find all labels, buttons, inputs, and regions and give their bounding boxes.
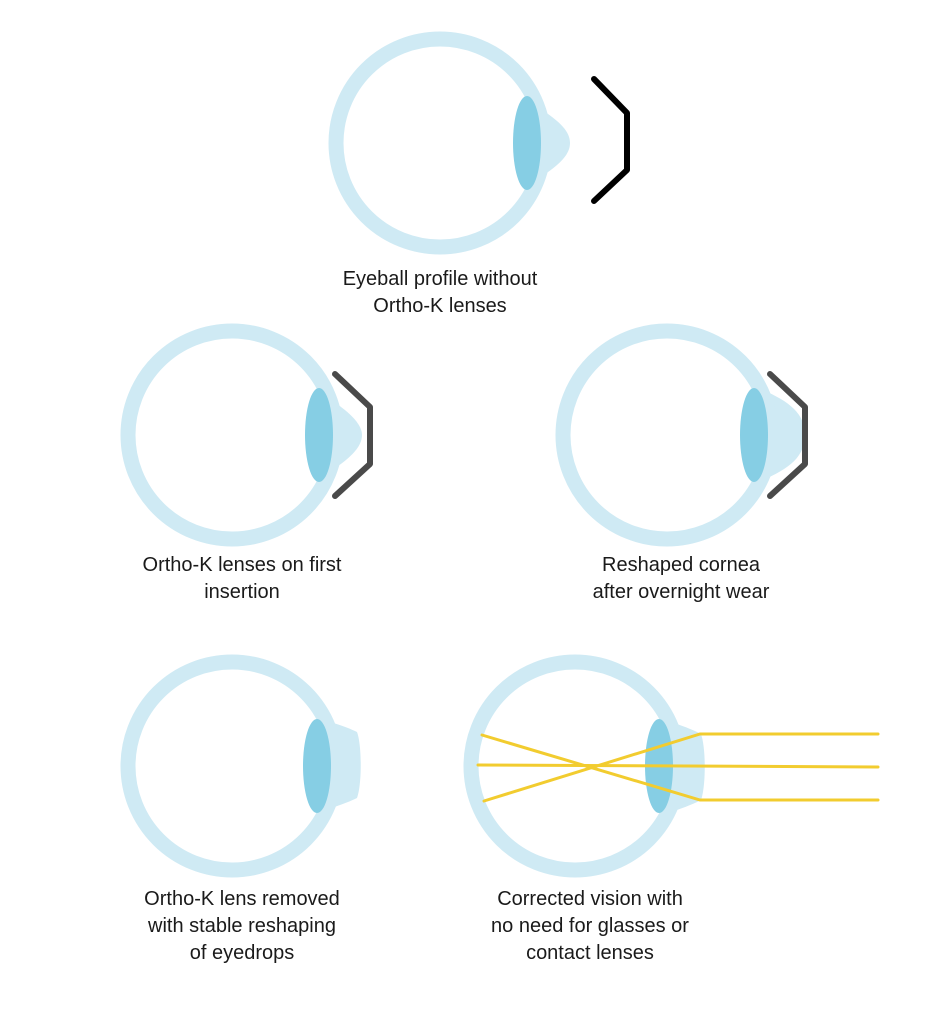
caption-line: with stable reshaping xyxy=(148,915,336,937)
eyeball xyxy=(555,323,779,547)
eyeball-light-rays-icon xyxy=(463,654,880,878)
eye-lens xyxy=(305,388,333,482)
light-ray-middle xyxy=(476,763,880,769)
eyeball-reshaped-cornea-icon xyxy=(555,323,808,547)
eyeball xyxy=(120,323,344,547)
eye-lens xyxy=(740,388,768,482)
caption-without-orthok: Eyeball profile without Ortho-K lenses xyxy=(290,266,590,320)
eye-lens xyxy=(303,719,331,813)
caption-lens-removed: Ortho-K lens removed with stable reshapi… xyxy=(92,886,392,967)
light-rays xyxy=(476,732,880,803)
contact-lens-icon xyxy=(332,371,373,499)
caption-line: of eyedrops xyxy=(189,942,295,964)
eyeball-lens-removed-icon xyxy=(120,654,361,878)
caption-line: no need for glasses or xyxy=(491,915,689,937)
caption-line: Eyeball profile without xyxy=(342,268,538,290)
caption-line: Reshaped cornea xyxy=(602,554,760,576)
light-ray-bottom xyxy=(480,733,880,802)
contact-lens-icon xyxy=(767,371,808,499)
contact-lens-icon xyxy=(591,76,630,204)
caption-line: contact lenses xyxy=(526,942,654,964)
caption-reshaped-cornea: Reshaped cornea after overnight wear xyxy=(531,552,831,606)
caption-line: Corrected vision with xyxy=(497,888,683,910)
eye-lens xyxy=(513,96,541,190)
caption-line: Ortho-K lenses on first xyxy=(142,554,342,576)
caption-line: Ortho-K lenses xyxy=(373,295,507,317)
eyeball xyxy=(120,654,344,878)
caption-line: after overnight wear xyxy=(592,581,770,603)
eyeball-with-lens-on-cornea-icon xyxy=(120,323,373,547)
caption-line: Ortho-K lens removed xyxy=(144,888,340,910)
caption-first-insertion: Ortho-K lenses on first insertion xyxy=(92,552,392,606)
caption-corrected-vision: Corrected vision with no need for glasse… xyxy=(440,886,740,967)
caption-line: insertion xyxy=(204,581,280,603)
eyeball xyxy=(328,31,552,255)
light-ray-top xyxy=(482,732,880,803)
eyeball-with-distant-lens-icon xyxy=(328,31,630,255)
